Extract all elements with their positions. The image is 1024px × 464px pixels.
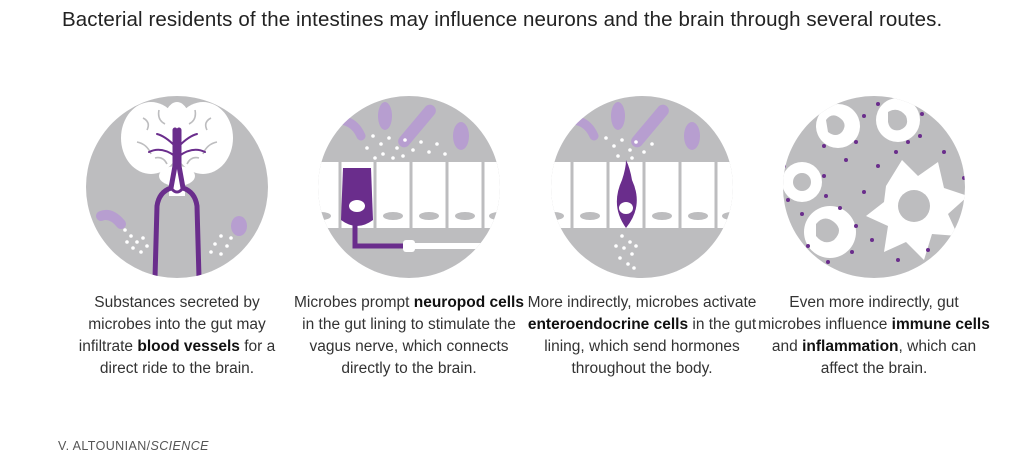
neuropod-illustration [318,96,500,278]
enteroendocrine-cell-icon [616,160,637,228]
caption-text: in the gut lining to stimulate the vagus… [302,316,516,377]
caption-emphasis: inflammation [802,338,899,355]
panel-immune-cells [768,96,980,278]
gut-lining-cells [318,162,500,228]
enteroendocrine-illustration [551,96,733,278]
microbe-icon [96,210,126,229]
neuropod-cell-icon [341,168,410,249]
caption-text: Substances secreted by microbes into the… [78,294,266,355]
credit-publication: SCIENCE [150,439,209,453]
caption-immune-cells: Even more indirectly, gut microbes influ… [758,292,990,380]
caption-enteroendocrine-cells: More indirectly, microbes activate enter… [526,292,758,380]
particles-icon [365,134,447,160]
caption-text: in the gut lining, which send hormones t… [544,316,757,377]
caption-emphasis: blood vessels [137,338,240,355]
caption-neuropod-cells: Microbes prompt neuropod cells in the gu… [293,292,525,380]
caption-text: Microbes prompt [294,294,414,311]
particles-icon [604,136,654,160]
gut-lining-cells [551,162,733,228]
caption-text: Even more indirectly, gut microbes influ… [758,294,959,333]
figure-title: Bacterial residents of the intestines ma… [62,8,943,31]
panel-neuropod-cells [303,96,515,278]
panel-enteroendocrine-cells [536,96,748,278]
credit-author: V. ALTOUNIAN/ [58,439,151,453]
immune-cells-illustration [783,96,965,278]
caption-text: and [771,338,803,355]
caption-text: , which can affect the brain. [820,338,977,377]
microbe-icon [231,216,247,236]
hormones-icon [614,234,638,270]
blood-vessel-icon [148,127,206,278]
panel-blood-vessels [71,96,283,278]
caption-text: More indirectly, microbes activate [527,294,757,311]
microbe-icon [378,102,469,150]
caption-text: for a direct ride to the brain. [99,338,276,377]
caption-blood-vessels: Substances secreted by microbes into the… [61,292,293,380]
immune-cell-icon [783,98,965,260]
caption-emphasis: enteroendocrine cells [527,316,689,333]
microbe-icon [611,102,700,150]
vagus-nerve-icon [403,240,500,252]
particles-icon [123,228,233,256]
blood-vessels-illustration [86,96,268,278]
credit-line: V. ALTOUNIAN/SCIENCE [58,439,209,453]
caption-emphasis: immune cells [891,316,990,333]
caption-emphasis: neuropod cells [413,294,524,311]
